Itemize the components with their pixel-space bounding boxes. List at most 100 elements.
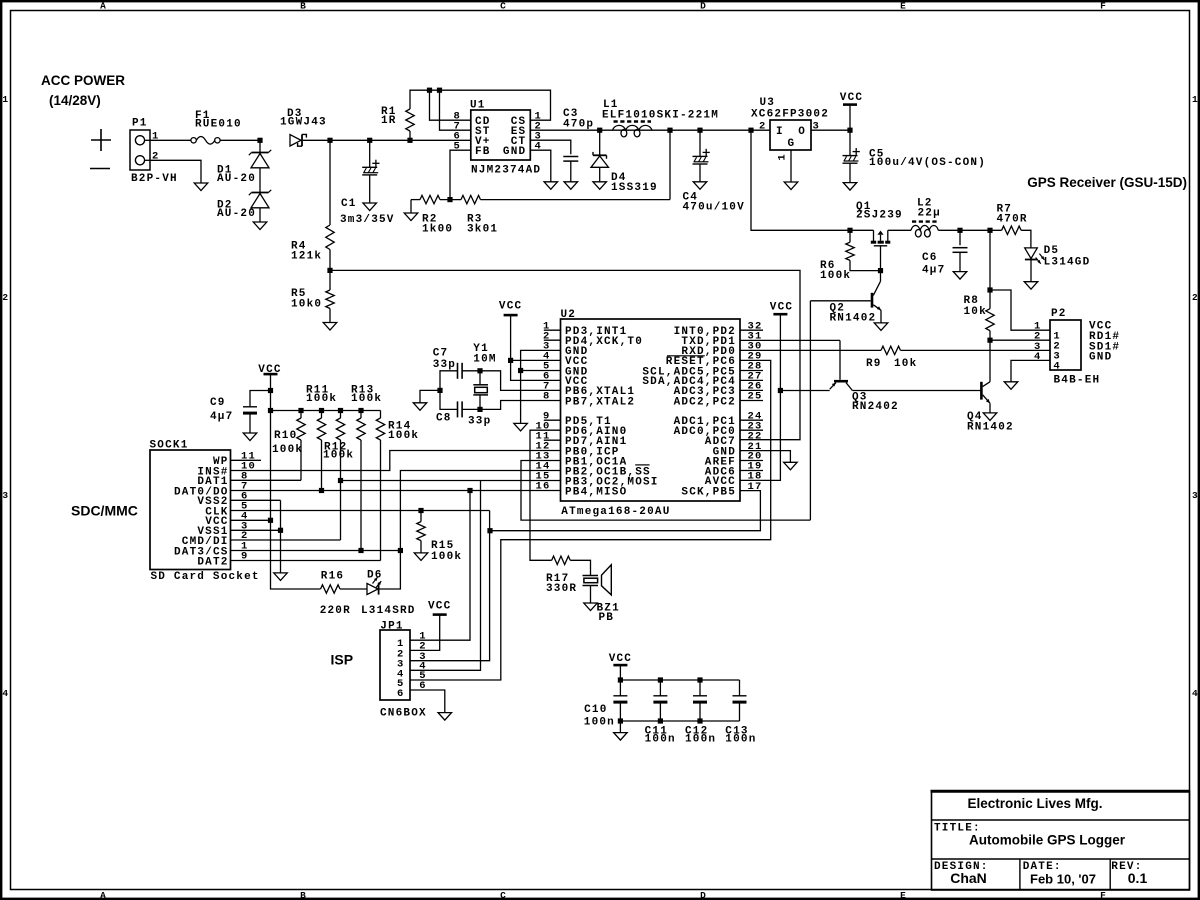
svg-text:E: E: [900, 890, 906, 900]
svg-text:7: 7: [543, 381, 551, 393]
svg-text:VCC: VCC: [609, 653, 632, 665]
svg-text:R17: R17: [546, 573, 569, 585]
svg-text:D3: D3: [287, 108, 303, 120]
svg-text:INS#: INS#: [197, 466, 228, 478]
svg-text:DAT2: DAT2: [197, 556, 228, 568]
svg-text:CN6BOX: CN6BOX: [380, 707, 427, 719]
svg-text:PD5,T1: PD5,T1: [565, 416, 612, 428]
svg-text:JP1: JP1: [380, 620, 403, 632]
svg-text:22: 22: [748, 430, 763, 442]
svg-text:100k: 100k: [388, 430, 419, 442]
svg-text:ST: ST: [475, 126, 491, 138]
svg-text:1GWJ43: 1GWJ43: [280, 117, 327, 129]
svg-text:SDC/MMC: SDC/MMC: [71, 503, 138, 519]
svg-text:R4: R4: [291, 241, 307, 253]
svg-text:A: A: [100, 890, 106, 900]
svg-text:R3: R3: [467, 214, 483, 226]
svg-text:3k01: 3k01: [467, 224, 498, 236]
svg-text:DESIGN:: DESIGN:: [934, 861, 989, 873]
svg-text:17: 17: [748, 481, 763, 493]
svg-text:C11: C11: [645, 726, 668, 738]
svg-text:28: 28: [748, 361, 763, 373]
svg-text:R6: R6: [820, 260, 836, 272]
svg-text:3: 3: [397, 659, 405, 671]
svg-text:330R: 330R: [546, 583, 577, 595]
svg-text:14: 14: [535, 461, 550, 473]
svg-text:C1: C1: [341, 198, 357, 210]
svg-text:O: O: [798, 126, 806, 138]
svg-text:Q1: Q1: [856, 201, 872, 213]
svg-text:31: 31: [748, 330, 763, 342]
svg-text:470p: 470p: [563, 119, 594, 131]
svg-text:100k: 100k: [820, 270, 851, 282]
svg-text:16: 16: [535, 481, 550, 493]
svg-text:4: 4: [1034, 351, 1042, 363]
svg-text:PB1,OC1A: PB1,OC1A: [565, 456, 627, 468]
svg-text:D: D: [700, 0, 706, 11]
svg-text:1k00: 1k00: [422, 224, 453, 236]
svg-text:18: 18: [748, 471, 763, 483]
svg-text:VCC: VCC: [1089, 321, 1112, 333]
svg-text:R2: R2: [422, 214, 438, 226]
svg-text:6: 6: [419, 680, 427, 692]
svg-text:U1: U1: [470, 100, 486, 112]
svg-text:SD1#: SD1#: [1089, 342, 1120, 354]
svg-text:19: 19: [748, 461, 763, 473]
svg-text:L2: L2: [917, 198, 933, 210]
svg-text:100k: 100k: [306, 393, 337, 405]
svg-text:R1: R1: [381, 106, 397, 118]
svg-text:3: 3: [1053, 351, 1061, 363]
svg-text:7: 7: [453, 121, 461, 133]
svg-text:WP: WP: [213, 456, 229, 468]
svg-text:B: B: [300, 0, 306, 11]
svg-text:GND: GND: [1089, 352, 1112, 364]
svg-text:AU-20: AU-20: [217, 173, 256, 185]
svg-text:PB4,MISO: PB4,MISO: [565, 486, 627, 498]
svg-text:D5: D5: [1044, 245, 1060, 257]
svg-text:V+: V+: [475, 136, 491, 148]
svg-text:4: 4: [535, 141, 543, 153]
svg-text:R14: R14: [388, 421, 411, 433]
svg-text:1SS319: 1SS319: [611, 182, 658, 194]
svg-text:I: I: [776, 126, 784, 138]
svg-text:C13: C13: [725, 726, 748, 738]
svg-text:FB: FB: [475, 146, 491, 158]
svg-text:AU-20: AU-20: [217, 208, 256, 220]
svg-text:C4: C4: [683, 192, 699, 204]
svg-text:Feb 10, '07: Feb 10, '07: [1030, 872, 1096, 887]
svg-text:4µ7: 4µ7: [922, 265, 945, 277]
svg-text:U3: U3: [760, 97, 776, 109]
svg-text:4: 4: [1053, 361, 1061, 373]
svg-text:ADC6: ADC6: [705, 466, 736, 478]
svg-text:ADC1,PC1: ADC1,PC1: [674, 416, 736, 428]
svg-text:ADC2,PC2: ADC2,PC2: [674, 396, 736, 408]
svg-text:1R: 1R: [381, 115, 397, 127]
svg-text:ADC7: ADC7: [705, 436, 736, 448]
svg-text:1: 1: [543, 320, 551, 332]
svg-text:R15: R15: [431, 540, 454, 552]
svg-text:C10: C10: [584, 704, 607, 716]
svg-text:F: F: [1100, 890, 1106, 900]
svg-text:4: 4: [397, 668, 405, 680]
svg-text:4: 4: [419, 661, 427, 673]
svg-text:121k: 121k: [291, 251, 322, 263]
svg-text:33p: 33p: [468, 416, 491, 428]
svg-text:6: 6: [397, 688, 405, 700]
svg-text:R13: R13: [351, 385, 374, 397]
svg-text:CS: CS: [511, 116, 527, 128]
svg-text:R10: R10: [274, 430, 297, 442]
svg-text:10: 10: [241, 461, 256, 473]
svg-text:TITLE:: TITLE:: [934, 822, 981, 834]
svg-text:4: 4: [543, 351, 551, 363]
svg-text:4µ7: 4µ7: [210, 411, 233, 423]
svg-text:B2P-VH: B2P-VH: [131, 173, 178, 185]
svg-text:3: 3: [1192, 490, 1198, 501]
svg-text:R11: R11: [306, 385, 329, 397]
svg-text:DAT0/DO: DAT0/DO: [174, 486, 229, 498]
svg-text:25: 25: [748, 391, 763, 403]
svg-text:8: 8: [241, 471, 249, 483]
svg-text:DAT3/CS: DAT3/CS: [174, 546, 229, 558]
svg-text:G: G: [788, 138, 796, 150]
svg-text:33p: 33p: [433, 359, 456, 371]
svg-text:26: 26: [748, 381, 763, 393]
